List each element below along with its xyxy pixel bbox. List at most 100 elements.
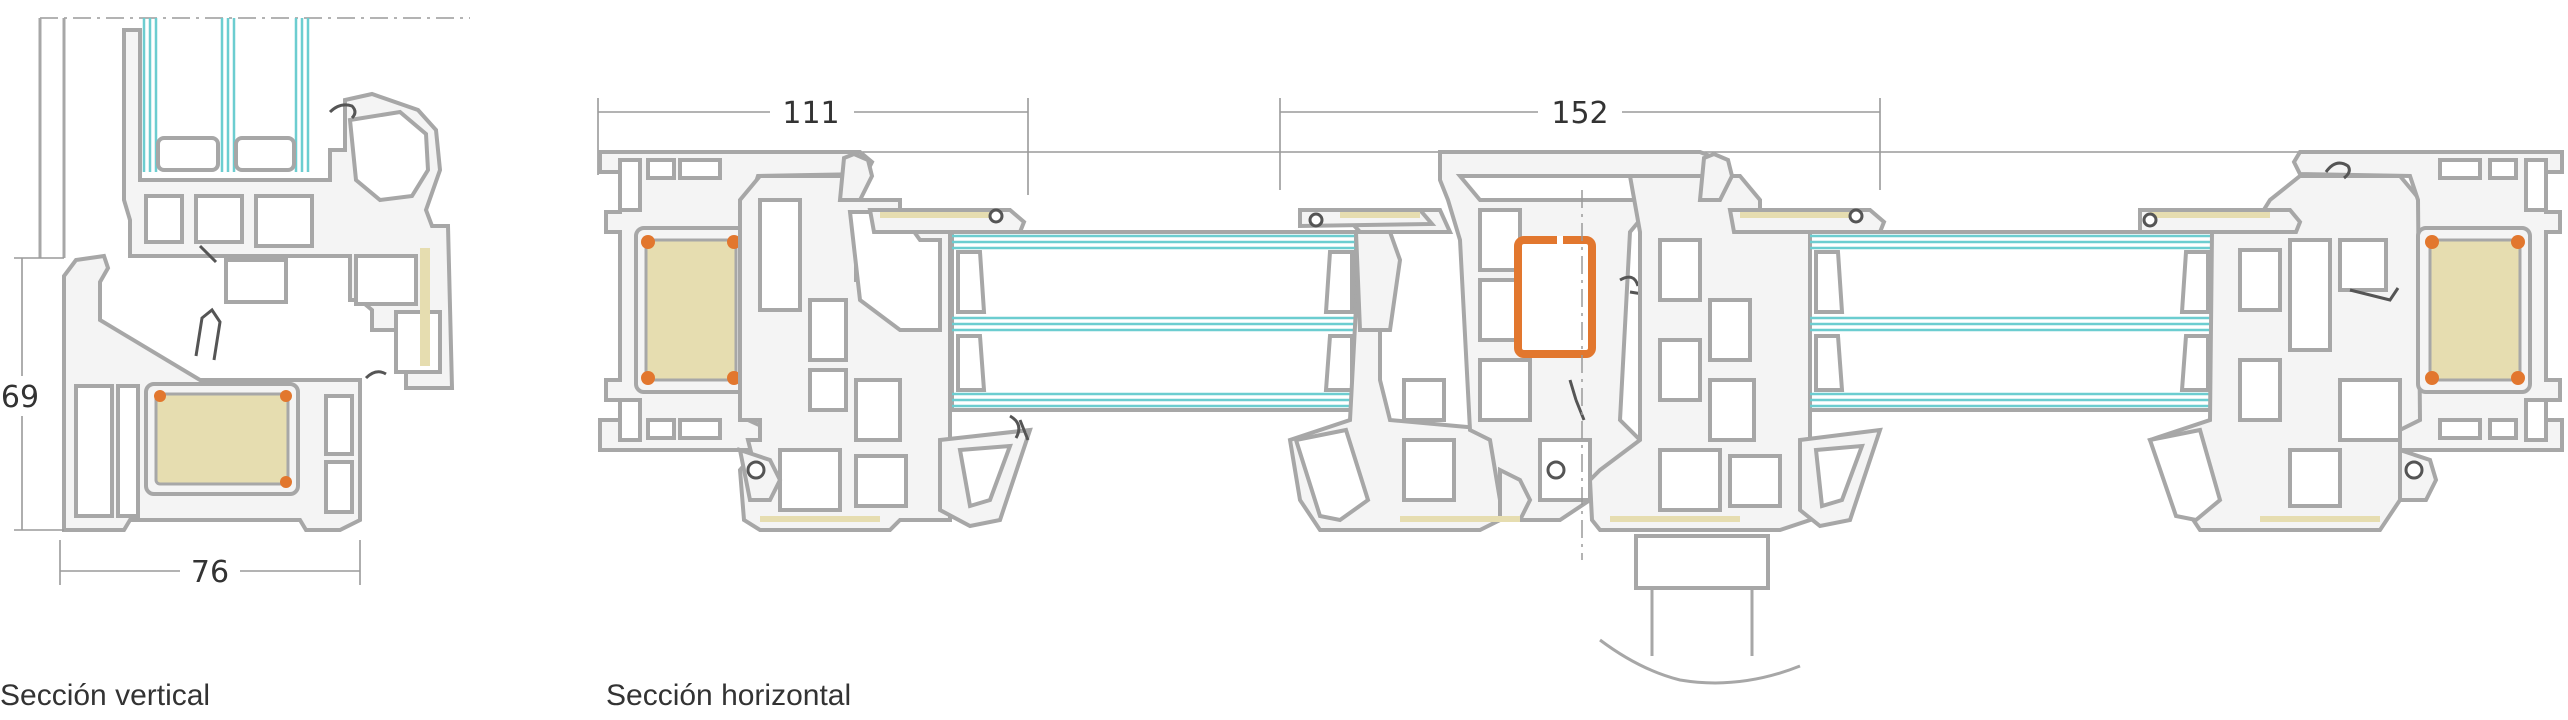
right-frame-insulation	[2428, 238, 2522, 382]
spacer	[1323, 250, 1354, 314]
sash-chamber	[394, 310, 442, 374]
frame-chamber	[2524, 158, 2548, 212]
spacer	[956, 334, 987, 392]
bead-seal	[1848, 208, 1864, 224]
vertical-section-caption: Sección vertical	[0, 679, 211, 712]
sash-insulation-strip	[420, 248, 430, 366]
sash-bead	[347, 109, 431, 203]
horizontal-section: 111 152	[597, 92, 2564, 685]
spacer	[956, 250, 987, 314]
center-sash-bead	[1353, 230, 1403, 332]
sash-chamber	[354, 254, 418, 306]
sash-bottom-bead	[2147, 427, 2223, 523]
dimension-69-label: 69	[1, 380, 39, 415]
bead-insulation	[2150, 212, 2270, 218]
mullion-insulation-strip	[1400, 516, 1520, 522]
sash-bottom-bead-inner	[1813, 443, 1865, 509]
sash-chamber	[1658, 448, 1722, 512]
sash-insulation-strip	[1610, 516, 1740, 522]
sash-chamber	[854, 454, 908, 508]
center-sash-bottom-bead	[1293, 427, 1371, 523]
sash-chamber	[1708, 378, 1756, 442]
sash-chamber	[1658, 238, 1702, 302]
sash-chamber	[224, 258, 288, 304]
drain-seal	[2404, 460, 2424, 480]
sash-chamber	[808, 298, 848, 362]
break-line	[1599, 638, 1801, 685]
right-glazing	[1808, 230, 2214, 412]
drain-seal	[746, 460, 766, 480]
frame-chamber	[2488, 418, 2518, 440]
dimension-152-label: 152	[1551, 96, 1608, 131]
frame-chamber	[618, 398, 642, 442]
gasket	[1568, 379, 1586, 421]
drain-seal	[1546, 460, 1566, 480]
bead-insulation	[1340, 212, 1420, 218]
frame-chamber	[2488, 158, 2518, 180]
vertical-glazing	[142, 18, 310, 172]
left-glazing	[950, 230, 1358, 412]
sash-chamber	[854, 378, 902, 442]
frame-chamber	[646, 418, 676, 440]
sash-chamber	[1402, 438, 1456, 502]
sash-chamber	[1402, 378, 1446, 422]
gasket	[1009, 414, 1030, 441]
reinforcement-corner	[2425, 371, 2439, 385]
gasket	[198, 244, 218, 264]
sash-chamber	[144, 194, 184, 244]
sash-chamber	[758, 198, 802, 312]
reinforcement-corner	[2425, 235, 2439, 249]
sash-clip	[1697, 151, 1735, 202]
mullion-foot	[1498, 466, 1533, 522]
vertical-section: 69 76	[0, 17, 470, 590]
spacer	[156, 136, 220, 172]
frame-chamber	[324, 394, 354, 456]
sash-insulation-strip	[760, 516, 880, 522]
sash-insulation-strip	[2260, 516, 2380, 522]
reinforcement-corner	[641, 371, 655, 385]
sash-chamber	[2338, 378, 2402, 442]
reinforcement-corner	[2511, 235, 2525, 249]
spacer	[1814, 334, 1845, 392]
reinforcement-corner	[727, 371, 741, 385]
dimension-111-label: 111	[782, 96, 839, 131]
spacer	[2179, 250, 2210, 314]
bead-insulation	[880, 212, 1000, 218]
frame-chamber	[646, 158, 676, 180]
reinforcement-corner	[641, 235, 655, 249]
bead-seal	[988, 208, 1004, 224]
sash-chamber	[808, 368, 848, 412]
spacer	[234, 136, 296, 172]
mullion-base	[1634, 534, 1770, 590]
horizontal-section-caption: Sección horizontal	[606, 679, 852, 712]
sash-chamber	[2238, 358, 2282, 422]
gasket	[328, 103, 357, 120]
frame-chamber	[324, 460, 354, 514]
left-frame-insulation	[644, 238, 738, 382]
sash-chamber	[1708, 298, 1752, 362]
sash-chamber	[2288, 448, 2342, 508]
reinforcement-corner	[2511, 371, 2525, 385]
reinforcement-corner	[280, 390, 292, 402]
frame-chamber	[618, 158, 642, 212]
sash-chamber	[1658, 338, 1702, 402]
frame-chamber	[2438, 418, 2482, 440]
dimension-76-label: 76	[191, 555, 229, 590]
sash-chamber	[2288, 238, 2332, 352]
frame-chamber	[2438, 158, 2482, 180]
spacer	[1814, 250, 1845, 314]
frame-chamber	[74, 384, 114, 518]
frame-chamber	[678, 418, 722, 440]
frame-chamber	[2524, 398, 2548, 442]
bead-seal	[2142, 212, 2158, 228]
sash-chamber	[1728, 454, 1782, 508]
spacer	[2179, 334, 2210, 392]
mullion-chamber	[1478, 358, 1532, 422]
reinforcement-corner	[280, 476, 292, 488]
sash-chamber	[2338, 238, 2388, 292]
steel-reinforcement	[1514, 236, 1596, 358]
frame-insulation	[154, 392, 290, 486]
bead-seal	[1308, 212, 1324, 228]
sash-bottom-bead-inner	[957, 443, 1013, 509]
